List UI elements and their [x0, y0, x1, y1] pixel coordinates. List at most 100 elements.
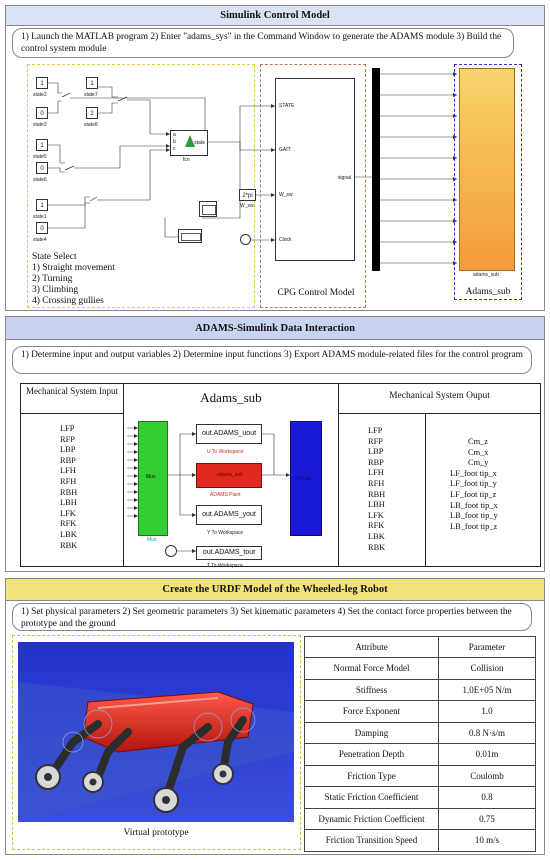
state-label: state3: [33, 122, 47, 128]
robot-render-image: [18, 642, 294, 822]
simulink-section: Simulink Control Model: [5, 5, 545, 311]
parameter-cell: 0.01m: [438, 743, 536, 766]
parameter-cell: 10 m/s: [438, 829, 536, 852]
plant-label: adams_sub: [217, 472, 243, 478]
tout-block[interactable]: out.ADAMS_tout: [196, 546, 262, 560]
output-item: LF_foot tip_z: [450, 489, 497, 499]
output-item: LBP: [368, 447, 384, 457]
bus-demux-bar[interactable]: [372, 68, 380, 271]
input-item: LFH: [60, 466, 76, 476]
section-title: ADAMS-Simulink Data Interaction: [6, 317, 544, 340]
demux-block[interactable]: Demux: [290, 421, 322, 536]
adams-group: [454, 64, 522, 300]
fcn-port-c: c: [173, 146, 176, 152]
mux-block[interactable]: Mux: [138, 421, 168, 536]
urdf-section: Create the URDF Model of the Wheeled-leg…: [5, 578, 545, 855]
state-label: state1: [33, 214, 47, 220]
input-item: LFK: [60, 508, 76, 518]
input-item: RFK: [60, 519, 77, 529]
instruction-note: 1) Set physical parameters 2) Set geomet…: [12, 603, 532, 631]
matlab-function-icon: [185, 135, 195, 147]
output-item: Cm_z: [468, 437, 489, 446]
attribute-cell: Damping: [304, 721, 439, 744]
yout-block[interactable]: out.ADAMS_yout: [196, 505, 262, 525]
state-const-block[interactable]: 0: [36, 222, 48, 234]
clock-block[interactable]: [165, 545, 177, 557]
output-header-divider: [338, 413, 541, 414]
scope-block[interactable]: [199, 201, 217, 217]
display-screen-icon: [181, 233, 201, 241]
output-title: Mechanical System Ouput: [389, 391, 490, 401]
parameter-cell: 0.8 N·s/m: [438, 721, 536, 744]
state-const-block[interactable]: 1: [36, 77, 48, 89]
interaction-diagram: [20, 383, 541, 567]
adams-sub-block[interactable]: [459, 68, 515, 271]
section-title: Create the URDF Model of the Wheeled-leg…: [6, 579, 544, 601]
state-option: 2) Turning: [32, 274, 73, 284]
clock-block[interactable]: [240, 234, 251, 245]
output-item: Cm_x: [468, 447, 489, 457]
attribute-cell: Friction Type: [304, 764, 439, 787]
state-const-block[interactable]: 2: [86, 107, 98, 119]
input-item: LBP: [60, 445, 76, 455]
cpg-group: [260, 64, 366, 308]
output-item: LF_foot tip_x: [450, 468, 497, 478]
output-item: LBK: [368, 531, 385, 541]
cpg-port-clock: Clock: [279, 237, 292, 243]
state-const-block[interactable]: 1: [86, 77, 98, 89]
fcn-port-a: a: [173, 132, 176, 138]
attribute-cell: Dynamic Friction Coefficient: [304, 807, 439, 830]
mux-caption: Mux: [147, 537, 157, 543]
output-item: RFK: [368, 521, 385, 531]
state-label: state4: [33, 237, 47, 243]
fcn-block[interactable]: a b c state: [170, 130, 208, 156]
state-const-block[interactable]: 1: [36, 199, 48, 211]
state-option: 3) Climbing: [32, 285, 79, 295]
adams-title: Adams_sub: [465, 287, 511, 297]
gain-block[interactable]: 2*pi: [239, 189, 256, 201]
output-item: LB_foot tip_x: [450, 500, 498, 510]
state-select-group: [27, 64, 255, 308]
output-item: LB_foot tip_y: [450, 511, 498, 521]
state-label: state8: [84, 122, 98, 128]
state-const-block[interactable]: 0: [36, 162, 48, 174]
plant-caption: ADAMS Plant: [210, 492, 241, 498]
scope-screen-icon: [202, 205, 216, 215]
adams-plant-block[interactable]: adams_sub: [196, 463, 262, 488]
display-block[interactable]: [178, 229, 202, 243]
state-select-text: State Select 1) Straight movement 2) Tur…: [32, 252, 115, 307]
parameter-cell: 0.8: [438, 786, 536, 809]
virtual-prototype-frame: [12, 635, 301, 850]
state-label: state7: [84, 92, 98, 98]
table-header-attribute: Attribute: [304, 636, 439, 658]
state-label: state6: [33, 177, 47, 183]
output-item: RBK: [368, 542, 386, 552]
cpg-port-wsw: W_sw: [279, 192, 293, 198]
output-item: LFP: [368, 426, 383, 435]
output-item: RFP: [368, 436, 383, 446]
state-const-block[interactable]: 0: [36, 107, 48, 119]
output-item: LFK: [368, 510, 384, 520]
cpg-subsystem-block[interactable]: STATE GAIT W_sw Clock signal: [275, 78, 355, 261]
output-item: LBH: [368, 500, 385, 510]
parameter-cell: Collision: [438, 657, 536, 680]
state-option: 4) Crossing gullies: [32, 296, 104, 306]
uout-block[interactable]: out.ADAMS_uout: [196, 424, 262, 444]
uout-caption: U To Workspace: [207, 449, 244, 455]
output-list-left: LFP RFP LBP RBP LFH RFH RBH LBH LFK RFK …: [368, 426, 385, 553]
parameter-cell: 0.75: [438, 807, 536, 830]
output-item: LB_foot tip_z: [450, 521, 498, 531]
subsystem-title: Adams_sub: [200, 390, 262, 405]
table-header-parameter: Parameter: [438, 636, 536, 658]
state-const-block[interactable]: 1: [36, 139, 48, 151]
output-item: RBP: [368, 457, 384, 467]
input-item: RFP: [60, 434, 75, 444]
input-item: RBK: [60, 540, 78, 550]
